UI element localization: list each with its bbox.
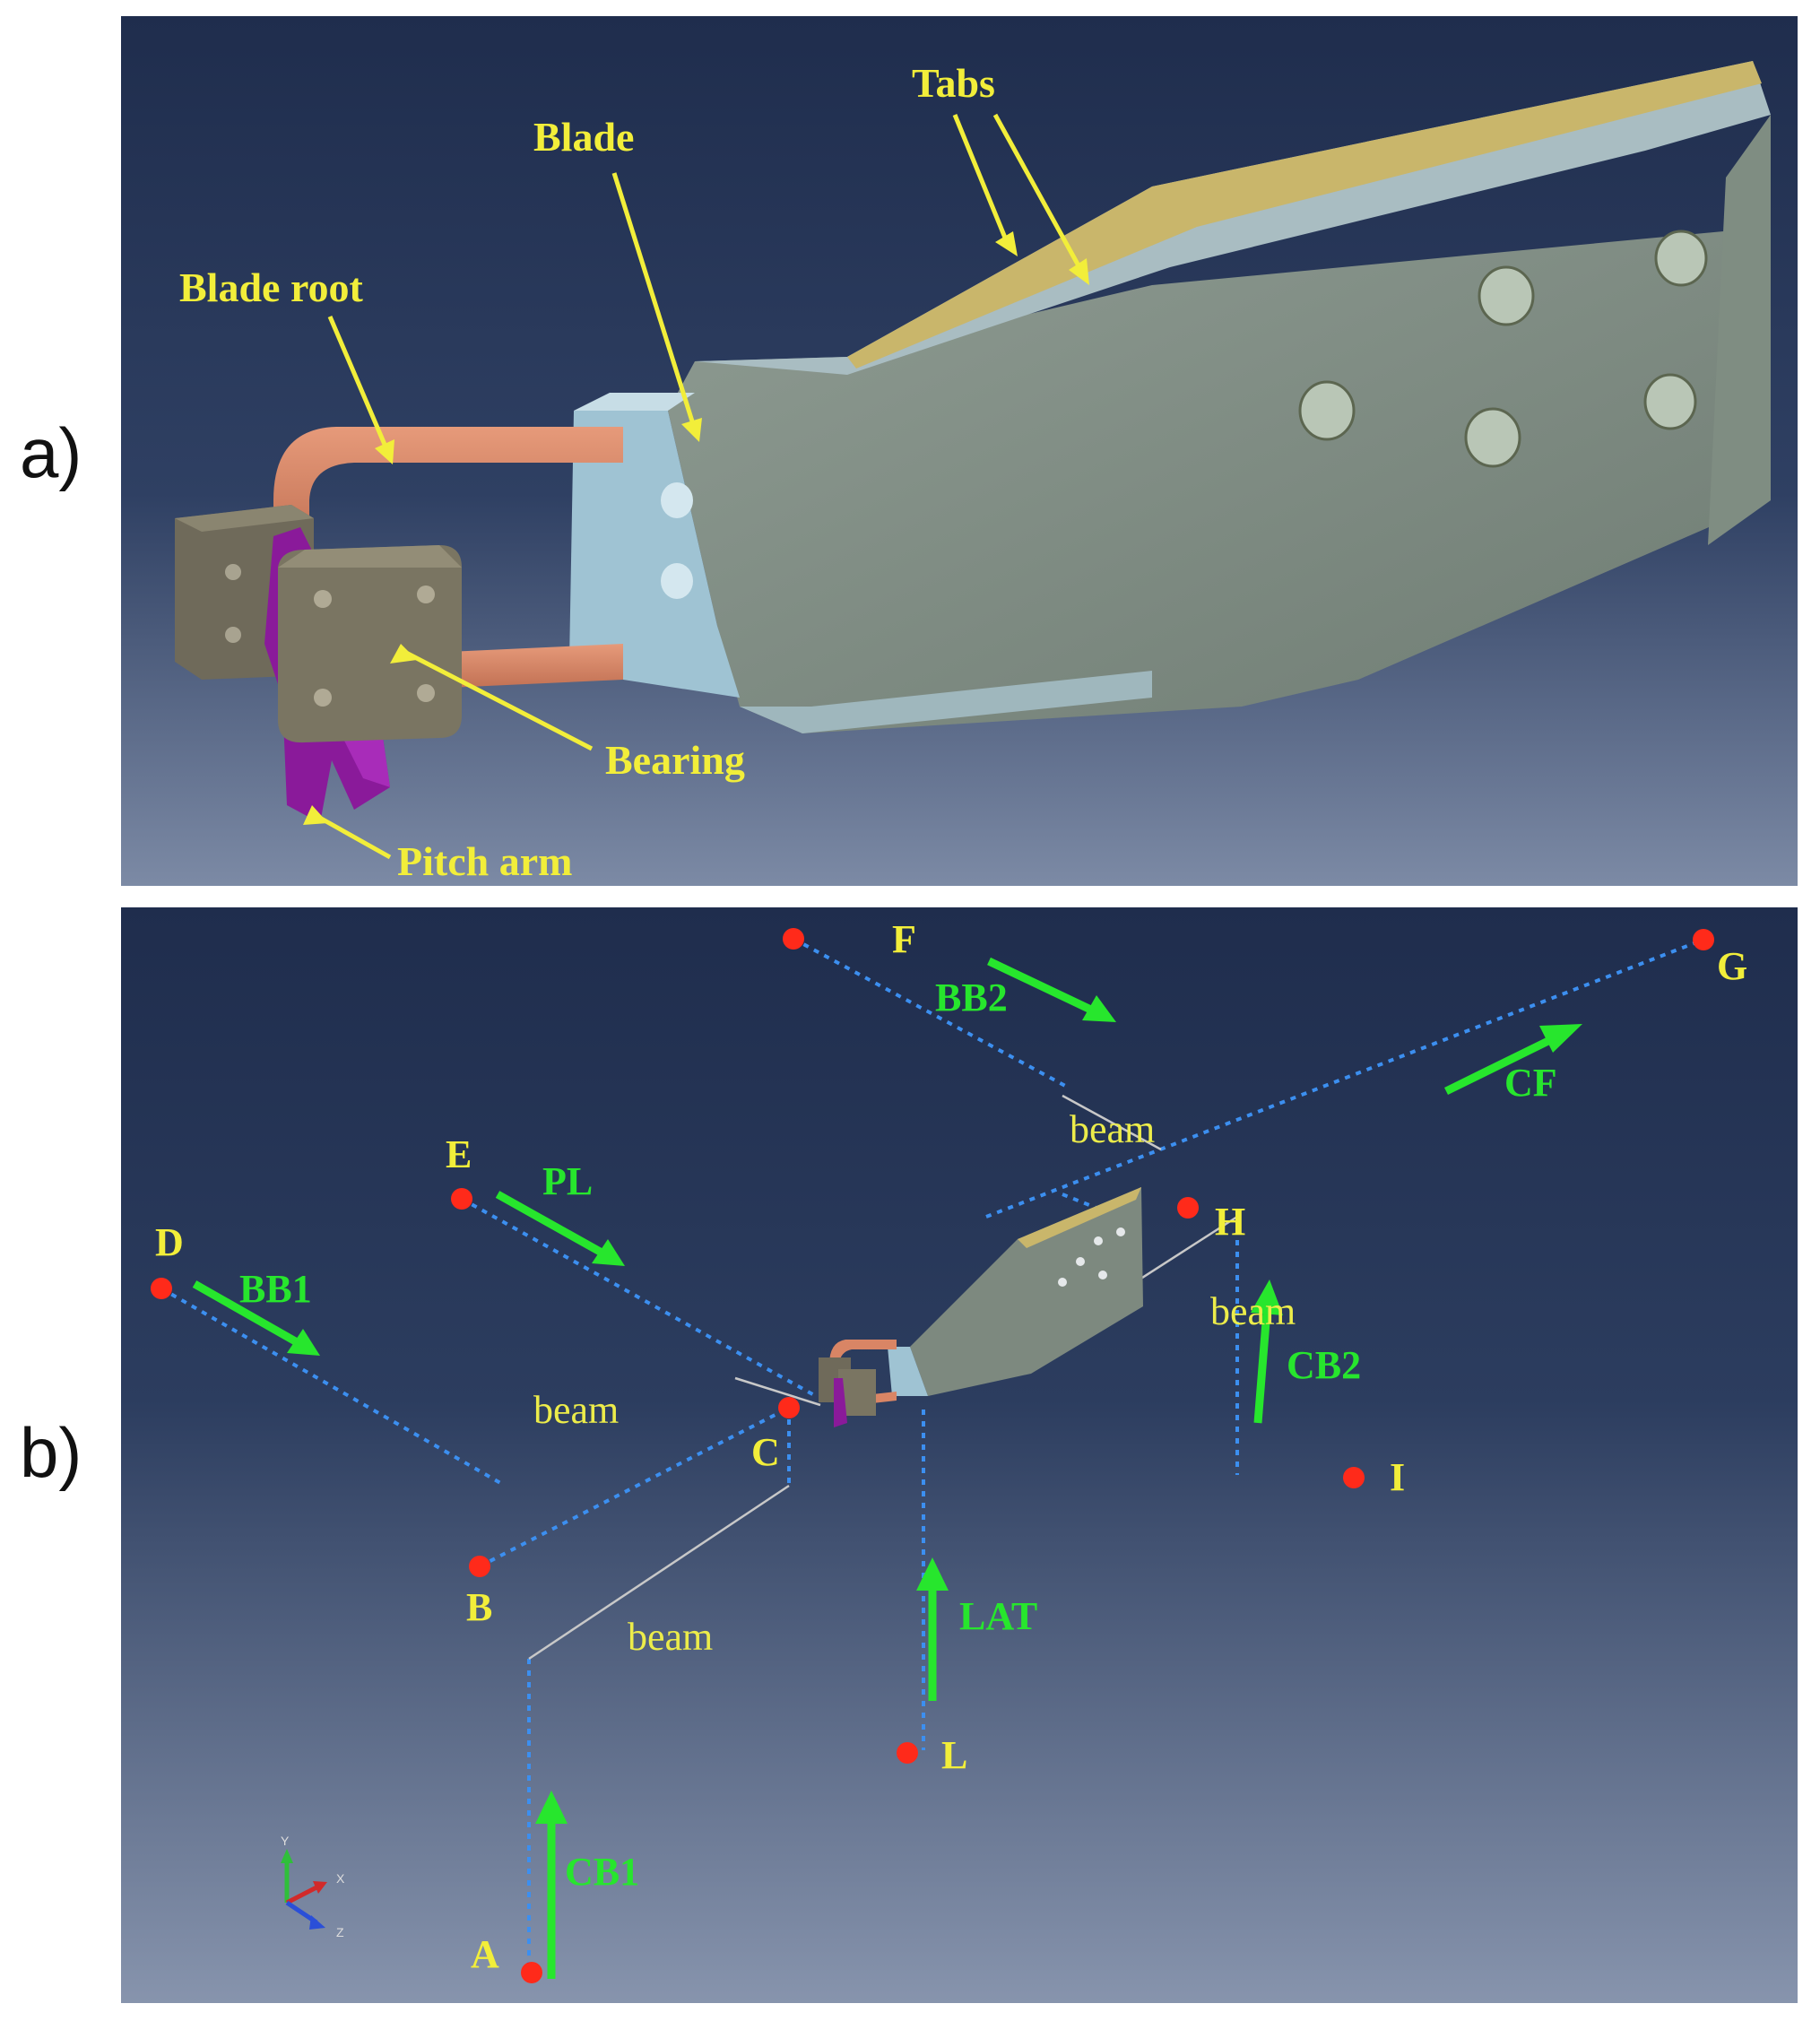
cf-arrow xyxy=(1444,1033,1557,1096)
load-label-pl: PL xyxy=(542,1159,593,1203)
panel-a-model-view: Tabs Blade Blade root Bearing Pitch arm xyxy=(121,16,1798,886)
bearing-arrow xyxy=(404,650,594,751)
node-label-d: D xyxy=(155,1220,184,1264)
load-label-bb2: BB2 xyxy=(935,976,1008,1019)
node-label-c: C xyxy=(751,1430,780,1474)
node-label-f: F xyxy=(892,917,916,961)
node-f xyxy=(783,928,804,950)
bearing-front xyxy=(278,545,462,743)
node-label-a: A xyxy=(471,1932,499,1976)
label-blade: Blade xyxy=(533,114,634,160)
blade-root-arrow xyxy=(327,316,388,447)
label-blade-root: Blade root xyxy=(179,265,364,310)
x-axis-icon xyxy=(285,1884,320,1905)
beam-label-3: beam xyxy=(1070,1107,1155,1151)
pl-arrow xyxy=(495,1191,612,1261)
tabs-arrow-2 xyxy=(992,113,1083,271)
beam-label-4: beam xyxy=(1210,1289,1296,1333)
bb2-arrow xyxy=(987,957,1100,1018)
label-bearing: Bearing xyxy=(605,737,745,783)
node-l xyxy=(897,1742,918,1764)
bolt-hole xyxy=(1654,230,1708,287)
label-tabs: Tabs xyxy=(912,60,995,106)
node-b xyxy=(469,1556,490,1577)
axis-triad: Y X Z xyxy=(281,1834,345,1939)
load-label-cb2: CB2 xyxy=(1287,1343,1361,1387)
blade-root-plate xyxy=(569,393,740,698)
node-h xyxy=(1177,1197,1199,1219)
bolt-hole xyxy=(1298,380,1356,441)
node-c xyxy=(778,1397,800,1418)
load-label-cf: CF xyxy=(1504,1061,1557,1105)
panel-a-letter: a) xyxy=(20,413,82,492)
beam-label-1: beam xyxy=(533,1388,619,1432)
panel-b-letter: b) xyxy=(20,1413,82,1492)
load-label-cb1: CB1 xyxy=(565,1850,639,1894)
tabs-arrow-1 xyxy=(952,114,1010,243)
node-i xyxy=(1343,1467,1365,1488)
node-label-g: G xyxy=(1717,944,1747,988)
node-g xyxy=(1693,929,1714,950)
blade-model-small xyxy=(819,1187,1143,1427)
node-e xyxy=(451,1188,472,1210)
blade-body xyxy=(668,61,1771,733)
annotation-arrows xyxy=(303,113,1089,860)
node-a xyxy=(521,1962,542,1983)
axis-label-y: Y xyxy=(281,1834,290,1848)
load-label-lat: LAT xyxy=(959,1594,1037,1638)
load-label-bb1: BB1 xyxy=(239,1267,312,1311)
bolt-hole xyxy=(1478,265,1535,326)
label-pitch-arm: Pitch arm xyxy=(397,838,572,884)
pitch-arm-arrow xyxy=(315,813,392,860)
axis-label-z: Z xyxy=(336,1925,344,1939)
nodes xyxy=(151,928,1714,1983)
node-label-h: H xyxy=(1215,1200,1245,1244)
node-label-b: B xyxy=(466,1585,492,1629)
beam-lines xyxy=(528,1094,1238,1661)
node-d xyxy=(151,1278,172,1299)
load-arrows xyxy=(192,957,1582,1979)
connector-lines xyxy=(160,937,1704,1974)
node-label-e: E xyxy=(446,1132,472,1176)
blade-arrow xyxy=(611,172,696,425)
bb1-arrow xyxy=(192,1280,308,1350)
node-label-l: L xyxy=(941,1733,967,1777)
cb2-arrow xyxy=(1253,1310,1271,1424)
bolt-hole xyxy=(1643,373,1697,430)
tab-face xyxy=(847,61,1762,369)
axis-label-x: X xyxy=(336,1871,345,1886)
bolt-hole xyxy=(1464,407,1521,468)
beam-label-2: beam xyxy=(628,1615,713,1659)
panel-b-svg: A B C D E F G H I L BB1 PL BB2 CF CB1 LA… xyxy=(151,917,1747,1983)
node-label-i: I xyxy=(1390,1455,1405,1499)
panel-a-svg: Tabs Blade Blade root Bearing Pitch arm xyxy=(175,60,1771,884)
panel-b-load-setup: A B C D E F G H I L BB1 PL BB2 CF CB1 LA… xyxy=(121,907,1798,2003)
